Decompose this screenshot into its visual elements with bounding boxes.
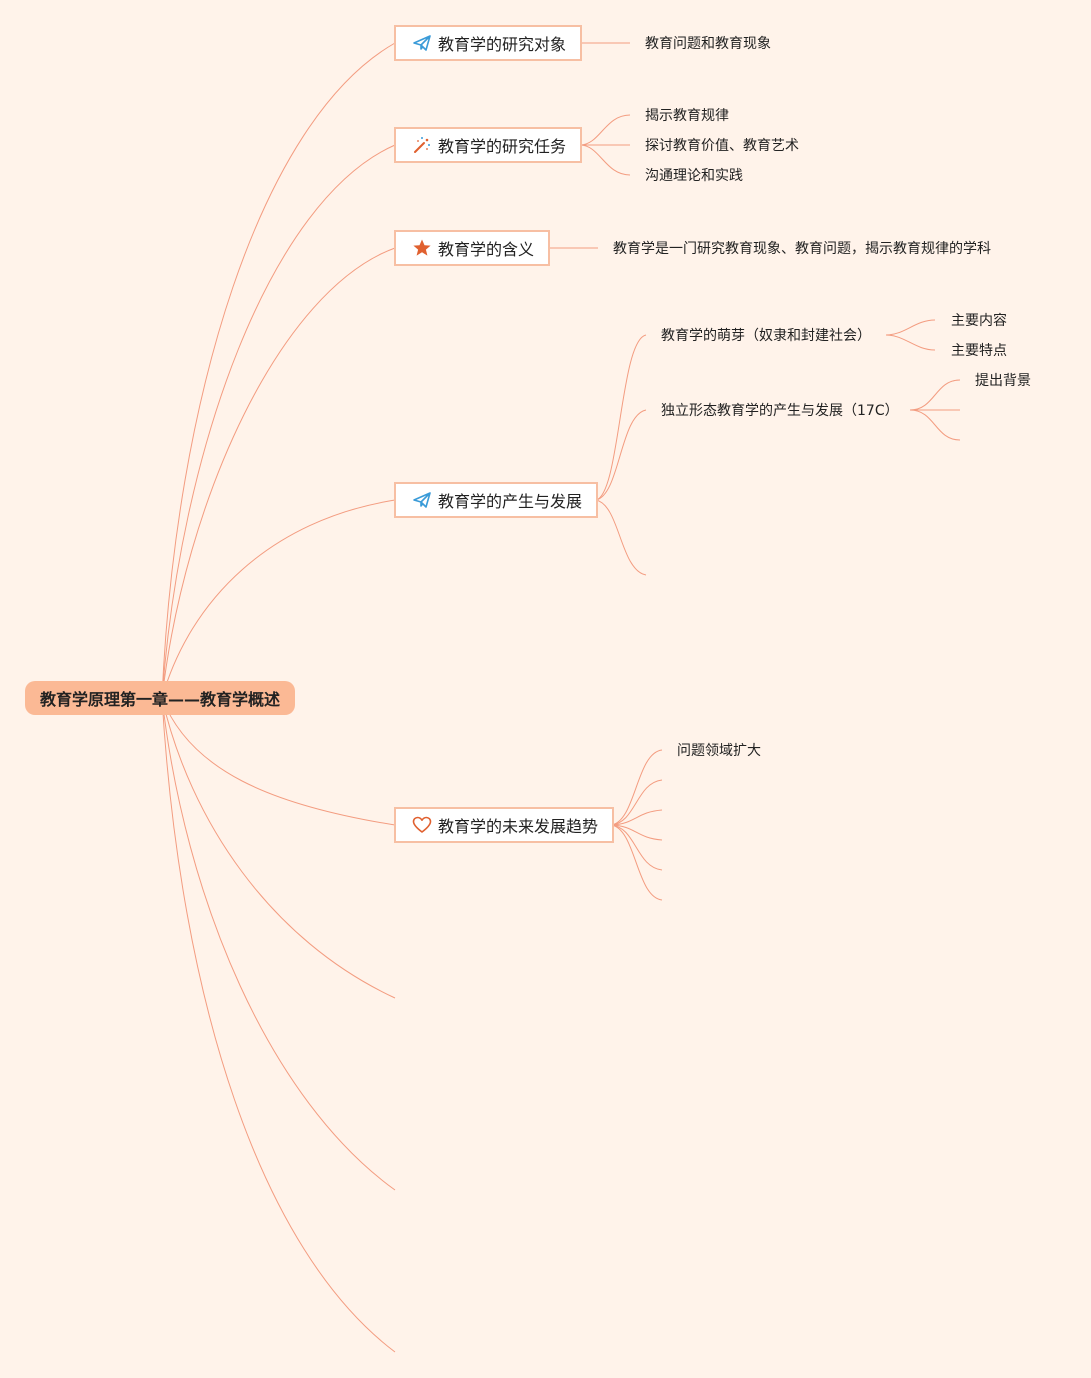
connector-root-extra2 <box>161 697 396 1191</box>
branch-origin-development[interactable]: 教育学的产生与发展 <box>394 482 599 518</box>
leaf-task-explore-value[interactable]: 探讨教育价值、教育艺术 <box>645 138 799 154</box>
root-node[interactable]: 教育学原理第一章——教育学概述 <box>25 681 295 715</box>
connector-task3 <box>579 144 631 176</box>
connector-trend3 <box>610 809 663 826</box>
connector-trend2 <box>610 779 663 826</box>
branch-label: 教育学的研究对象 <box>438 35 567 54</box>
star-icon <box>413 239 431 256</box>
leaf-task-reveal-laws[interactable]: 揭示教育规律 <box>645 108 729 124</box>
connector-trend5 <box>610 824 663 871</box>
leaf-meaning-definition[interactable]: 教育学是一门研究教育现象、教育问题，揭示教育规律的学科 <box>613 241 991 257</box>
magic-wand-icon <box>414 137 430 153</box>
branch-research-task[interactable]: 教育学的研究任务 <box>394 127 583 163</box>
heart-icon <box>412 816 432 833</box>
leaf-research-object[interactable]: 教育问题和教育现象 <box>645 36 771 52</box>
leaf-origin-sprout[interactable]: 教育学的萌芽（奴隶和封建社会） <box>661 328 871 344</box>
branch-label: 教育学的含义 <box>438 240 535 259</box>
root-title: 教育学原理第一章——教育学概述 <box>39 690 280 709</box>
branch-label: 教育学的未来发展趋势 <box>438 817 599 836</box>
connector-root-branch2 <box>161 144 396 699</box>
branch-meaning[interactable]: 教育学的含义 <box>394 230 551 266</box>
paper-plane-icon <box>413 492 431 508</box>
leaf-origin-content[interactable]: 主要内容 <box>951 313 1007 329</box>
connector-root-extra1 <box>161 697 396 999</box>
leaf-trend-expand-domain[interactable]: 问题领域扩大 <box>677 743 761 759</box>
branch-future-trends[interactable]: 教育学的未来发展趋势 <box>394 807 615 843</box>
leaf-task-connect-theory[interactable]: 沟通理论和实践 <box>645 168 743 184</box>
branch-label: 教育学的研究任务 <box>438 137 567 156</box>
connector-root-branch5 <box>161 697 396 826</box>
connector-independent-background <box>909 379 961 411</box>
connector-independent <box>595 409 647 501</box>
connector-trend4 <box>610 824 663 841</box>
connector-origin-content <box>885 319 936 336</box>
connector-branch4-empty <box>595 499 647 576</box>
connector-root-branch3 <box>161 247 396 699</box>
connector-origin <box>595 334 647 501</box>
connector-trend1 <box>610 749 663 826</box>
connector-trend6 <box>610 824 663 901</box>
branch-research-object[interactable]: 教育学的研究对象 <box>394 25 583 61</box>
connector-origin-feature <box>885 334 936 351</box>
connector-root-branch1 <box>161 42 396 699</box>
branch-label: 教育学的产生与发展 <box>438 492 583 511</box>
paper-plane-icon <box>413 35 431 51</box>
connector-root-extra3 <box>161 697 396 1353</box>
leaf-independent-pedagogy[interactable]: 独立形态教育学的产生与发展（17C） <box>661 403 899 419</box>
connector-root-branch4 <box>161 499 396 699</box>
connector-task1 <box>579 114 631 146</box>
leaf-independent-background[interactable]: 提出背景 <box>975 373 1031 389</box>
leaf-origin-feature[interactable]: 主要特点 <box>951 343 1007 359</box>
connector-independent-empty2 <box>909 409 961 441</box>
